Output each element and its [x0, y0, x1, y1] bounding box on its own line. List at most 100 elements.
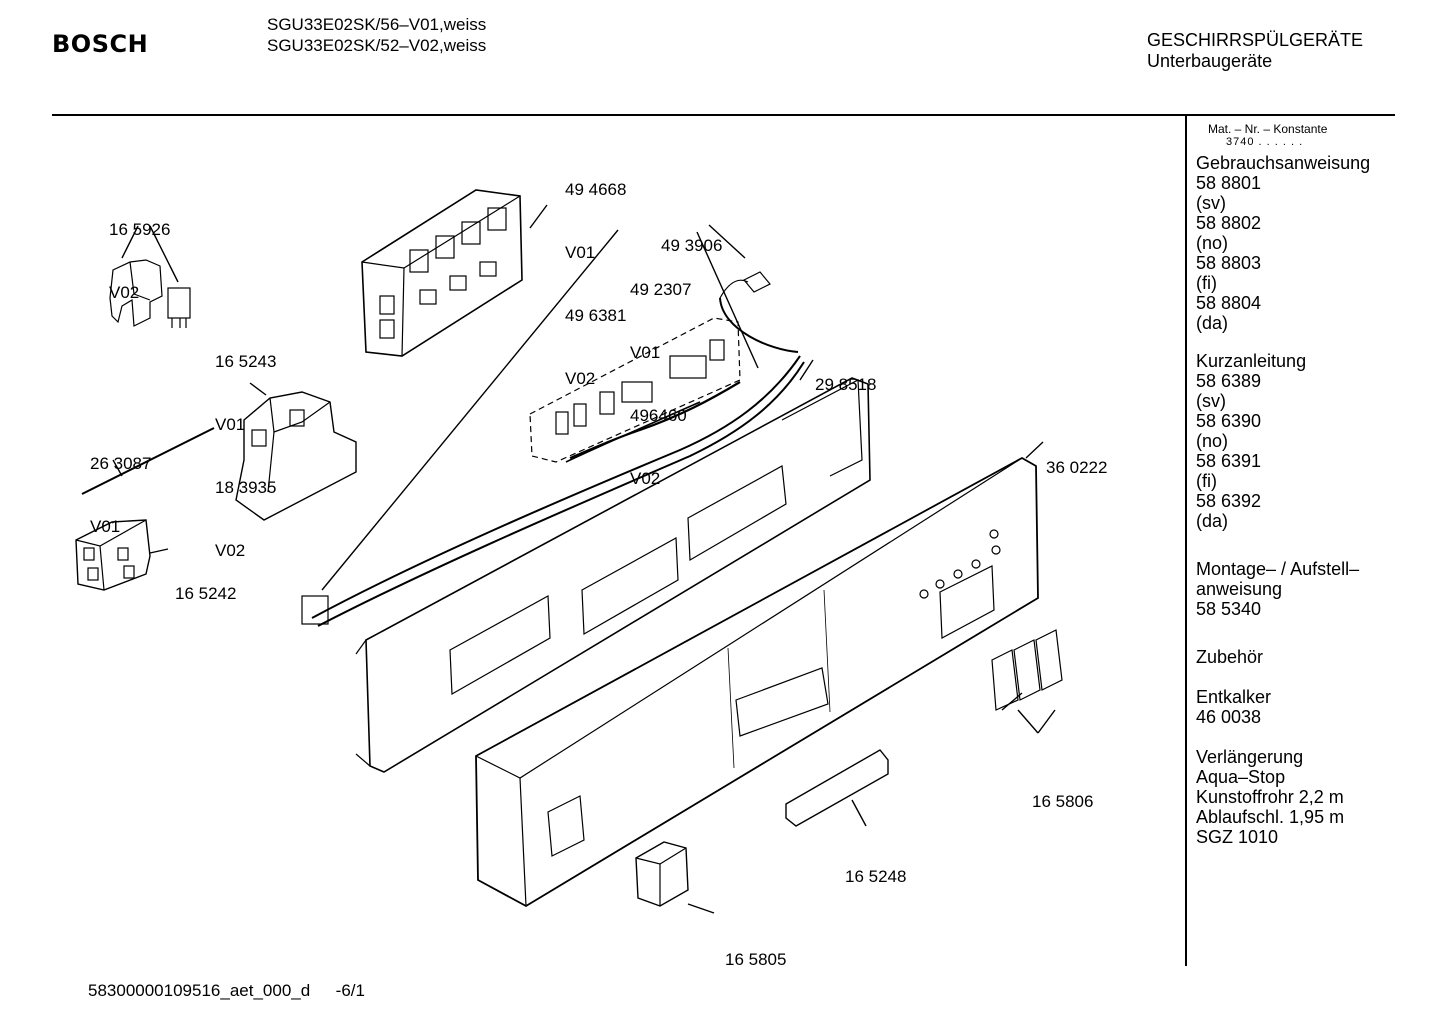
callout-line: 26 3087	[90, 454, 152, 473]
section-line: SGZ 1010	[1196, 827, 1279, 847]
callout-line: 16 5243	[215, 352, 277, 371]
callout-165248: 16 5248	[845, 824, 906, 908]
mat-label: Mat. – Nr. – Konstante	[1208, 122, 1328, 136]
callout-line: V02	[630, 469, 661, 488]
footer: 58300000109516_aet_000_d -6/1	[88, 981, 365, 1001]
section-line: 58 6391	[1196, 451, 1262, 471]
callout-line: V01	[565, 243, 596, 262]
callout-493906: 49 3906	[661, 193, 722, 277]
model-list: SGU33E02SK/56–V01,weiss SGU33E02SK/52–V0…	[267, 14, 486, 56]
section-line: 58 8803	[1196, 253, 1262, 273]
front-panel-part	[475, 456, 1039, 908]
leader-lines	[112, 204, 1056, 914]
section-line: 58 5340	[1196, 599, 1262, 619]
section-line: (fi)	[1196, 471, 1217, 491]
section-line: (sv)	[1196, 193, 1226, 213]
callout-line: 49 6381	[565, 306, 627, 325]
section-line: 58 8804	[1196, 293, 1262, 313]
callout-line: 49 2307	[630, 280, 692, 299]
callout-165805: 16 5805	[725, 907, 786, 991]
verlaengerung-section: Verlängerung Aqua–Stop Kunstoffrohr 2,2 …	[1196, 747, 1396, 847]
section-line: 58 8802	[1196, 213, 1262, 233]
category-title: GESCHIRRSPÜLGERÄTE	[1147, 30, 1364, 50]
sidebar: Mat. – Nr. – Konstante 3740 . . . . . . …	[1196, 122, 1396, 847]
mat-value: 3740 . . . . . .	[1226, 136, 1304, 148]
callout-line: V02	[109, 283, 140, 302]
callout-line: V01	[90, 517, 121, 536]
entkalker-section: Entkalker 46 0038	[1196, 687, 1396, 727]
model-line: SGU33E02SK/56–V01,weiss	[267, 15, 487, 34]
callout-line: 496460	[630, 406, 687, 425]
category-subtitle: Unterbaugeräte	[1147, 51, 1273, 71]
knob-part	[635, 841, 689, 907]
section-line: 46 0038	[1196, 707, 1262, 727]
gebrauchsanweisung-section: Gebrauchsanweisung 58 8801 (sv) 58 8802 …	[1196, 153, 1396, 333]
section-line: Aqua–Stop	[1196, 767, 1286, 787]
callout-line: 49 3906	[661, 236, 723, 255]
section-line: (da)	[1196, 313, 1229, 333]
section-line: Montage– / Aufstell–	[1196, 559, 1360, 579]
section-line: Entkalker	[1196, 687, 1272, 707]
section-line: 58 6390	[1196, 411, 1262, 431]
cable-harness	[301, 355, 805, 627]
callout-line: V02	[215, 541, 246, 560]
section-title: Gebrauchsanweisung	[1196, 153, 1371, 173]
section-line: (da)	[1196, 511, 1229, 531]
cover-part	[109, 259, 163, 327]
bracket-part	[235, 391, 357, 521]
rod-part	[81, 427, 215, 495]
callout-line: 36 0222	[1046, 458, 1108, 477]
callout-165926: 16 5926 V02	[109, 177, 170, 324]
callout-line: 16 5926	[109, 220, 171, 239]
section-title: Kurzanleitung	[1196, 351, 1307, 371]
control-module-part	[361, 189, 523, 357]
zubehoer-heading: Zubehör	[1196, 647, 1264, 667]
sidebar-divider	[1185, 116, 1187, 966]
strip-part	[785, 749, 889, 827]
callout-298518: 29 8518	[815, 332, 876, 416]
callout-360222: 36 0222	[1046, 415, 1107, 499]
callout-line: 49 4668	[565, 180, 627, 199]
callout-492307: 49 2307 V01 496460 V02	[630, 237, 691, 510]
callout-165242: 16 5242	[175, 541, 236, 625]
switch-block-part	[529, 317, 741, 463]
relay-block-part	[75, 519, 151, 591]
relay-part	[167, 287, 191, 328]
model-line: SGU33E02SK/52–V02,weiss	[267, 36, 487, 55]
callout-line: 29 8518	[815, 375, 877, 394]
header-divider	[52, 114, 1395, 116]
callout-line: 16 5242	[175, 584, 237, 603]
callout-165243: 16 5243 V01 18 3935 V02	[215, 309, 276, 582]
section-line: Ablaufschl. 1,95 m	[1196, 807, 1345, 827]
kurzanleitung-section: Kurzanleitung 58 6389 (sv) 58 6390 (no) …	[1196, 351, 1396, 531]
section-line: (no)	[1196, 431, 1229, 451]
callout-line: V01	[215, 415, 246, 434]
callout-line: V02	[565, 369, 596, 388]
section-line: (sv)	[1196, 391, 1226, 411]
footer-page: -6/1	[335, 981, 365, 1000]
section-line: 58 6392	[1196, 491, 1262, 511]
frame-part	[355, 377, 871, 773]
callout-263087: 26 3087 V01	[90, 411, 151, 558]
footer-doc-id: 58300000109516_aet_000_d	[88, 981, 311, 1000]
section-line: (fi)	[1196, 273, 1217, 293]
buttons-part	[991, 629, 1063, 711]
section-line: anweisung	[1196, 579, 1283, 599]
connector-part	[719, 271, 799, 353]
section-line: 58 8801	[1196, 173, 1262, 193]
callout-494668: 49 4668 V01 49 6381 V02	[565, 137, 626, 410]
callout-line: 18 3935	[215, 478, 277, 497]
category-block: GESCHIRRSPÜLGERÄTE Unterbaugeräte	[1147, 30, 1363, 72]
brand-logo: BOSCH	[52, 30, 149, 58]
callout-line: V01	[630, 343, 661, 362]
section-line: 58 6389	[1196, 371, 1262, 391]
callout-165806: 16 5806	[1032, 749, 1093, 833]
section-line: Kunstoffrohr 2,2 m	[1196, 787, 1344, 807]
section-line: (no)	[1196, 233, 1229, 253]
callout-line: 16 5805	[725, 950, 787, 969]
callout-line: 16 5248	[845, 867, 907, 886]
section-line: Verlängerung	[1196, 747, 1304, 767]
montage-section: Montage– / Aufstell– anweisung 58 5340	[1196, 559, 1396, 619]
callout-line: 16 5806	[1032, 792, 1094, 811]
